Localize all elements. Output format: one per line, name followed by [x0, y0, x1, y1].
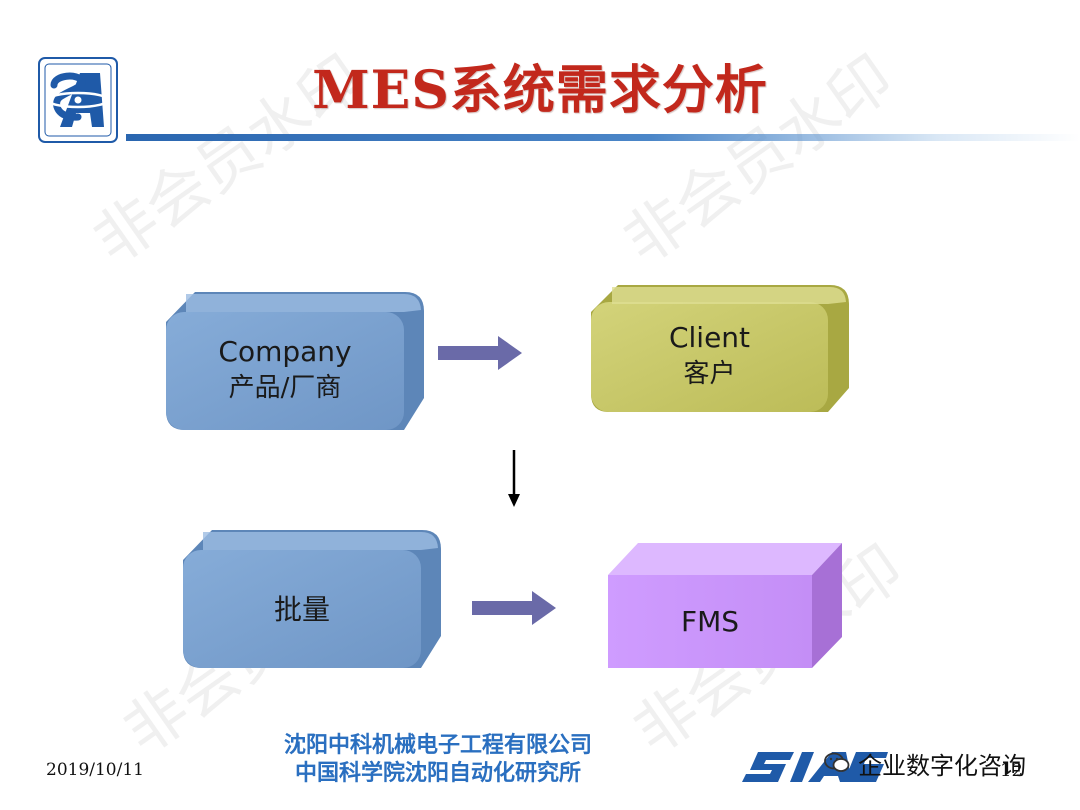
- wechat-icon: [824, 752, 850, 772]
- footer-date: 2019/10/11: [46, 760, 144, 780]
- company-sublabel: 产品/厂商: [228, 373, 342, 403]
- footer-org-line1: 沈阳中科机械电子工程有限公司: [283, 732, 592, 758]
- client-label: Client: [668, 321, 751, 354]
- page-number: 12: [1000, 760, 1023, 781]
- fms-node-text: FMS: [608, 604, 812, 640]
- client-sublabel: 客户: [683, 359, 736, 389]
- wechat-label: 企业数字化咨询: [858, 751, 1026, 780]
- fms-label: FMS: [680, 605, 740, 638]
- arrow-batch-to-fms: [472, 591, 556, 625]
- arrow-client-to-batch: [508, 450, 520, 507]
- batch-node: [183, 530, 441, 668]
- company-logo: [38, 57, 118, 143]
- batch-node-text: 批量: [183, 592, 421, 628]
- client-node: [591, 285, 849, 412]
- company-node-text: Company 产品/厂商: [166, 334, 404, 406]
- company-label: Company: [218, 335, 352, 368]
- page-title: MES系统需求分析: [312, 60, 768, 121]
- arrow-company-to-client: [438, 336, 522, 370]
- wechat-badge: 企业数字化咨询: [824, 746, 1026, 780]
- batch-label: 批量: [273, 593, 330, 626]
- client-node-text: Client 客户: [591, 320, 828, 392]
- fms-node: [608, 543, 842, 668]
- footer-org-line2: 中国科学院沈阳自动化研究所: [294, 760, 581, 786]
- company-node: [166, 292, 424, 430]
- title-underline: [126, 134, 1080, 141]
